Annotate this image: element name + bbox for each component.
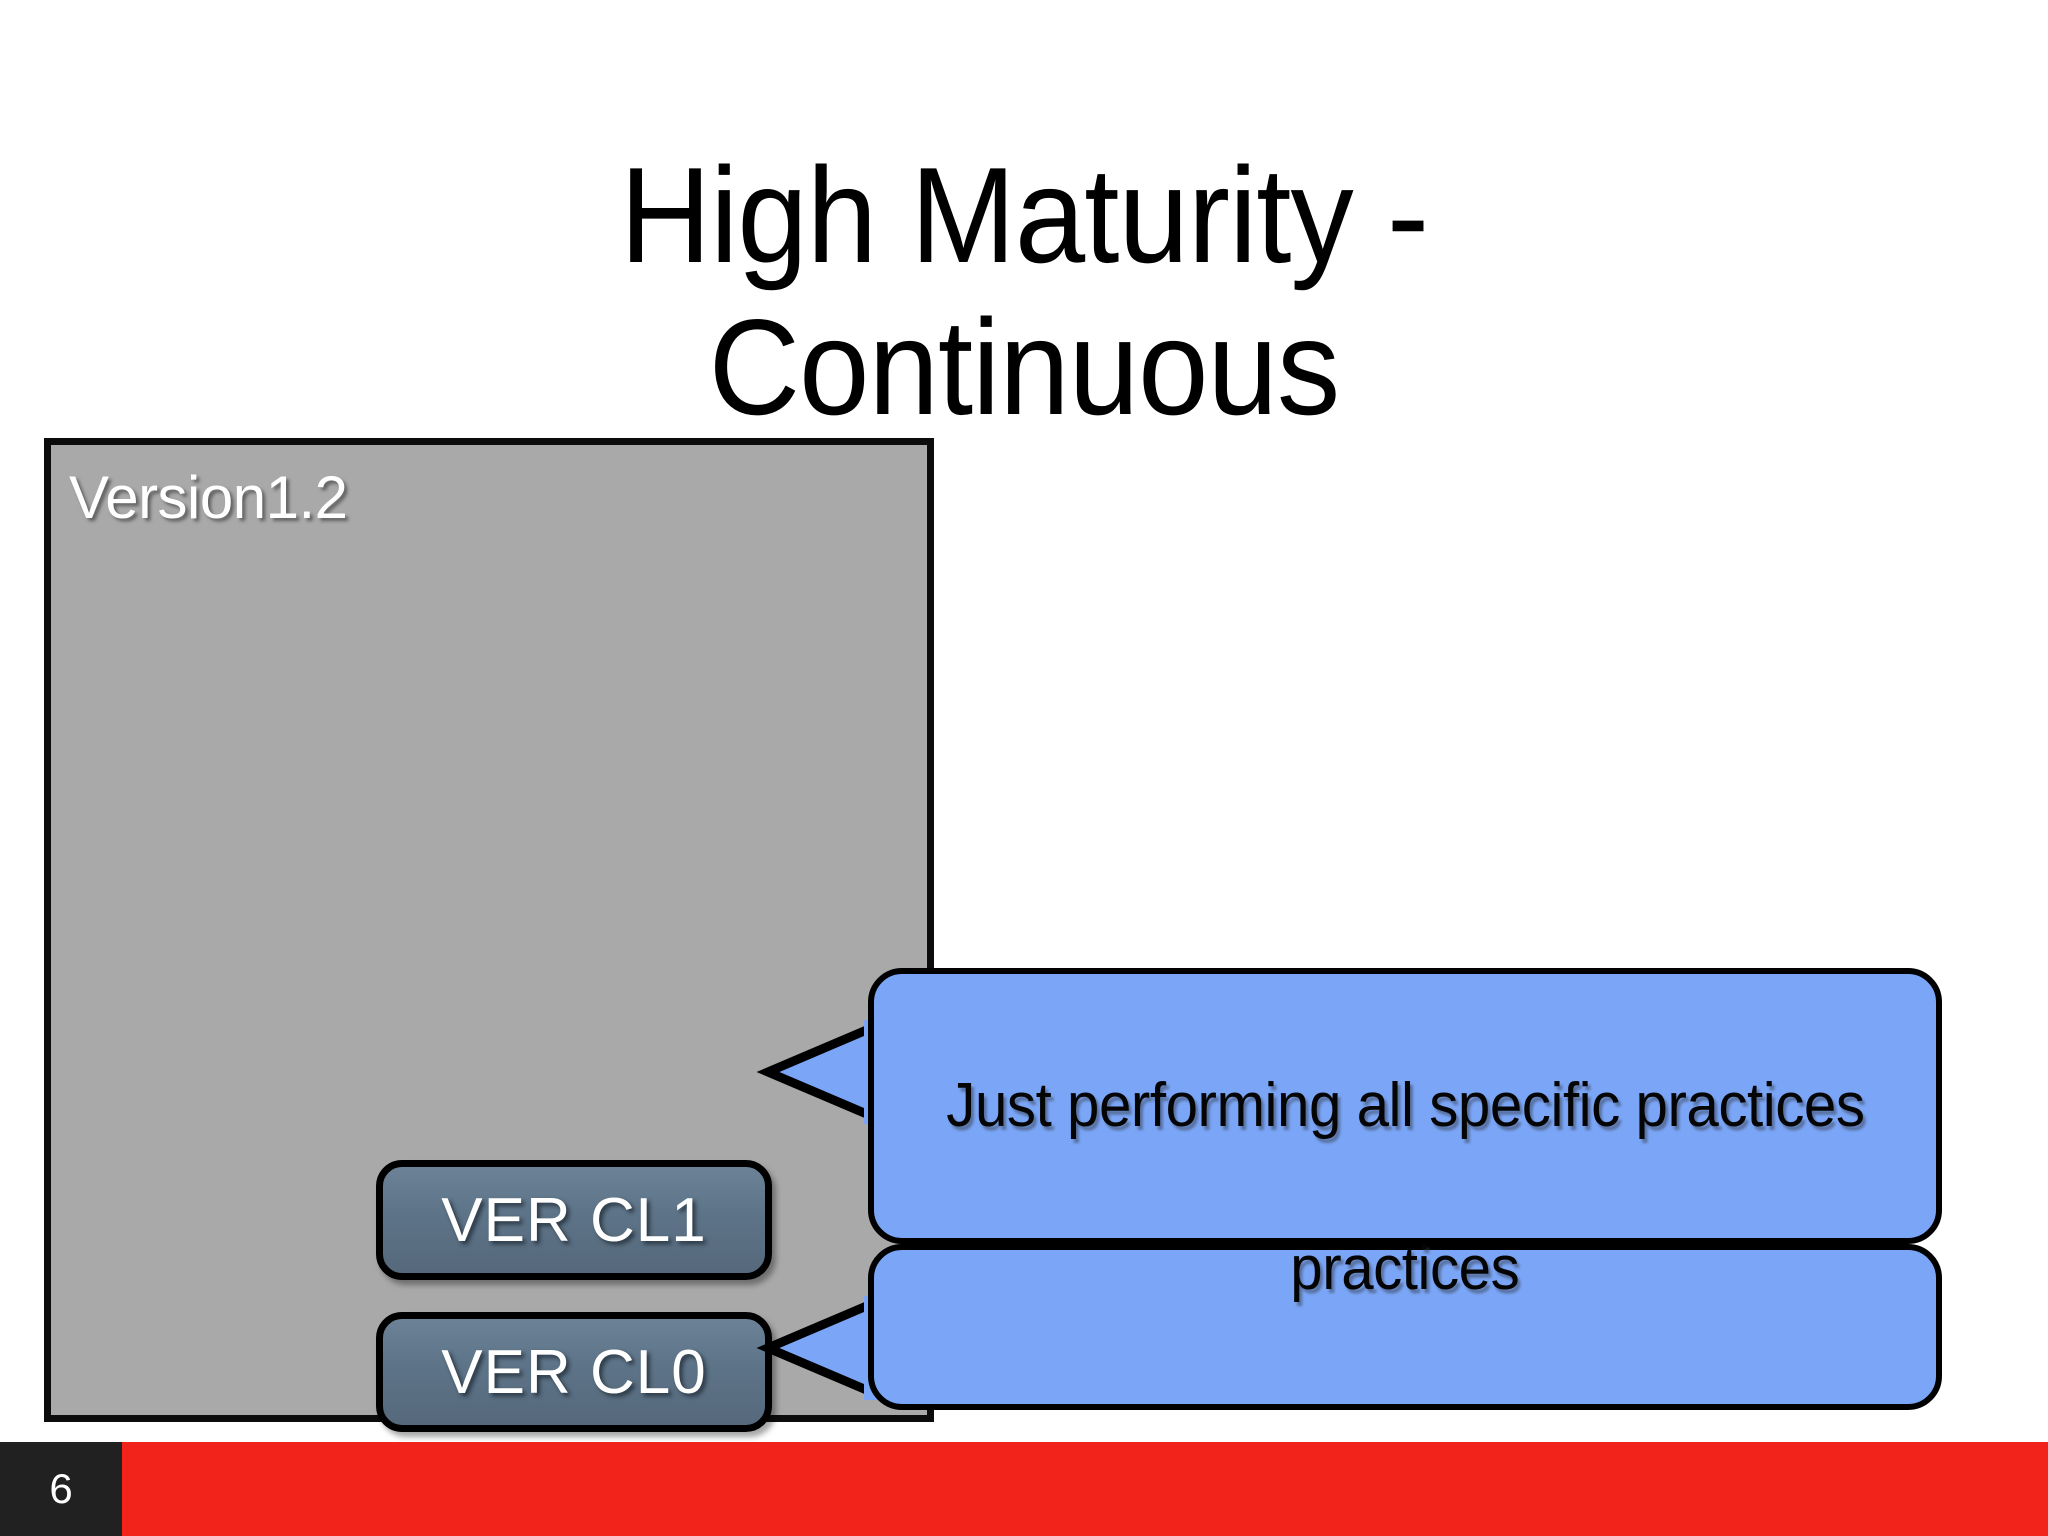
version-label: Version1.2 — [69, 464, 348, 531]
callout-body-cl1: Just performing all specific practices — [868, 968, 1942, 1244]
callout-tail-icon-cl1 — [756, 1019, 881, 1125]
page-title: High Maturity - Continuous — [619, 139, 1429, 444]
capability-level-chip-cl1[interactable]: VER CL1 — [376, 1160, 772, 1280]
footer-bar — [0, 1442, 2048, 1536]
capability-level-label-cl1: VER CL1 — [441, 1185, 707, 1255]
callout-bubble-cl1[interactable]: Just performing all specific practices — [756, 968, 1942, 1244]
page-number-box: 6 — [0, 1442, 122, 1536]
capability-level-label-cl0: VER CL0 — [441, 1337, 707, 1407]
callout-bubble-cl0[interactable]: practices — [756, 1234, 1942, 1410]
callout-tail-icon-cl0 — [756, 1295, 881, 1401]
callout-text-cl0: practices — [1290, 1233, 1520, 1303]
callout-text-cl1: Just performing all specific practices — [945, 1070, 1865, 1140]
page-number: 6 — [49, 1465, 73, 1512]
callout-body-cl0: practices — [868, 1234, 1942, 1410]
capability-level-chip-cl0[interactable]: VER CL0 — [376, 1312, 772, 1432]
